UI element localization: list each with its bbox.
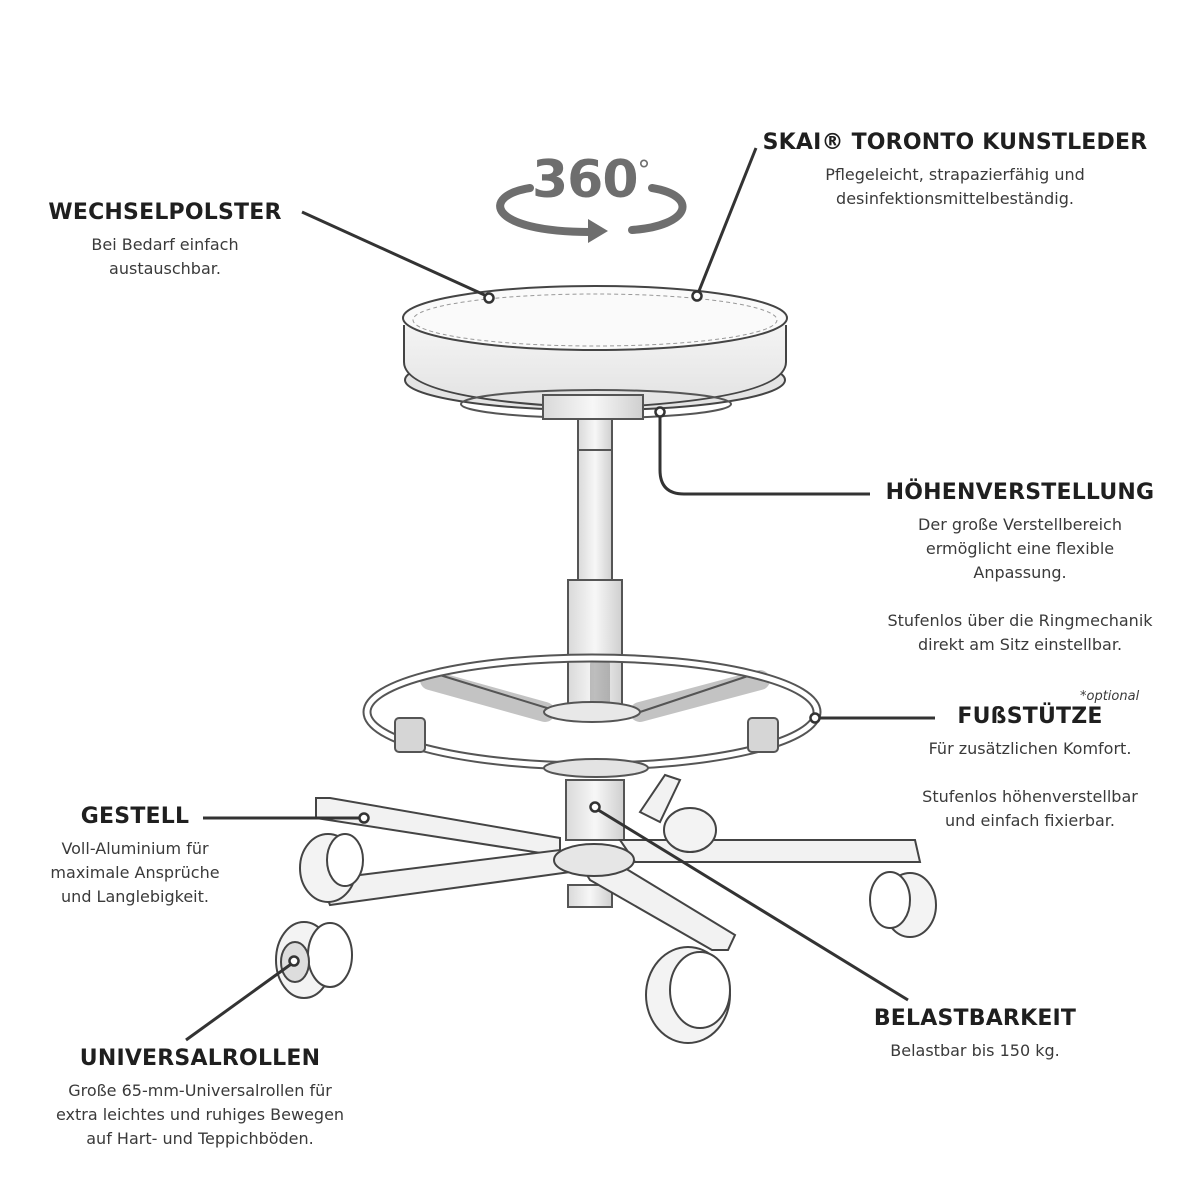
label-title: FUßSTÜTZE: [957, 704, 1103, 729]
label-title: GESTELL: [80, 804, 190, 829]
label-text-2: Stufenlos über die Ringmechanik direkt a…: [887, 611, 1153, 654]
label-text: Der große Verstellbereich ermöglicht ein…: [918, 515, 1122, 582]
label-text-2: Stufenlos höhenverstellbar und einfach f…: [922, 787, 1138, 830]
rotation-360-label: 360°: [532, 150, 651, 210]
label-text: Pflegeleicht, strapazierfähig und desinf…: [825, 165, 1085, 208]
seat-cushion: [402, 285, 788, 411]
rotation-arrow-icon: [496, 184, 687, 243]
height-adjust-ring: [460, 389, 732, 455]
rotation-value: 360: [532, 150, 639, 210]
foot-ring: [362, 653, 822, 778]
gas-column: [565, 449, 625, 908]
star-base: [315, 773, 922, 951]
leader-dots: [288, 290, 821, 967]
leader-hoehenverstellung: [658, 412, 870, 496]
label-belastbarkeit: BELASTBARKEIT Belastbar bis 150 kg.: [860, 1006, 1090, 1063]
label-text: Große 65-mm-Universalrollen für extra le…: [55, 1081, 345, 1148]
label-universalrollen: UNIVERSALROLLEN Große 65-mm-Universalrol…: [30, 1046, 370, 1151]
label-text: Bei Bedarf einfach austauschbar.: [91, 235, 239, 278]
label-title: HÖHENVERSTELLUNG: [885, 480, 1155, 505]
label-kunstleder: SKAI® TORONTO KUNSTLEDER Pflegeleicht, s…: [760, 130, 1150, 211]
label-gestell: GESTELL Voll-Aluminium für maximale Ansp…: [20, 804, 250, 909]
label-text: Voll-Aluminium für maximale Ansprüche un…: [50, 839, 220, 906]
leader-kunstleder: [695, 147, 758, 297]
leader-lines: [185, 147, 935, 1042]
label-title: UNIVERSALROLLEN: [79, 1046, 321, 1071]
leader-belastbarkeit: [594, 806, 909, 1002]
label-text: Belastbar bis 150 kg.: [890, 1041, 1060, 1060]
label-title: BELASTBARKEIT: [873, 1006, 1077, 1031]
label-wechselpolster: WECHSELPOLSTER Bei Bedarf einfach austau…: [40, 200, 290, 281]
leader-universalrollen: [185, 960, 295, 1042]
label-fussstuetze: FUßSTÜTZE Für zusätzlichen Komfort. Stuf…: [880, 704, 1180, 833]
optional-note: *optional: [1080, 689, 1140, 704]
label-text: Für zusätzlichen Komfort.: [928, 739, 1132, 758]
label-title: WECHSELPOLSTER: [48, 200, 282, 225]
label-title: SKAI® TORONTO KUNSTLEDER: [762, 130, 1148, 155]
leader-wechselpolster: [301, 210, 490, 299]
label-hoehenverstellung: HÖHENVERSTELLUNG Der große Verstellberei…: [870, 480, 1170, 657]
